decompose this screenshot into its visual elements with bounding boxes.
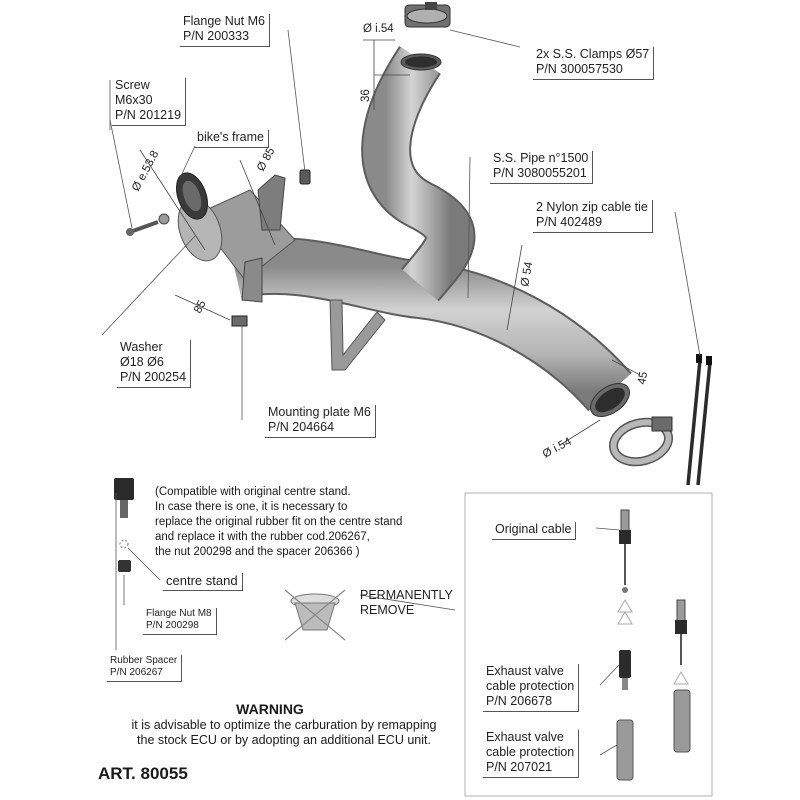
exhaust-pipe [228,46,632,418]
screw-line2: M6x30 [115,93,153,107]
centre-stand-parts [114,478,134,572]
rubber-spacer-label: Rubber Spacer P/N 206267 [107,655,183,682]
warning-line2: the stock ECU or by adopting an addition… [137,733,431,747]
warning-title: WARNING [236,701,304,717]
warning-body: it is advisable to optimize the carburat… [0,718,568,748]
top-clamp [404,2,451,28]
washer-label: Washer Ø18 Ø6 P/N 200254 [117,340,192,388]
bottom-clamp [609,416,673,467]
dim-top-inner: Ø i.54 [363,23,394,35]
dim-frame-outer: Ø e.53.8 [130,149,161,194]
screw-line1: Screw [115,78,150,92]
dim-end-inner: Ø i.54 [541,435,574,460]
cable-parts-panel [464,492,713,797]
note-line-4: and replace it with the rubber cod.20626… [155,531,370,543]
washer-pn: P/N 200254 [120,370,187,384]
washer-line1: Washer [120,340,163,354]
article-number: ART. 80055 [98,764,188,783]
screw-label: Screw M6x30 P/N 201219 [112,78,187,126]
flange-nut-m8-pn: P/N 200298 [146,620,199,631]
dimension-lines [139,39,641,446]
dim-frame-diameter: Ø 85 [255,146,277,174]
valve-protection-2-line2: cable protection [486,745,575,759]
dim-top-length: 36 [360,89,372,102]
dim-pipe-diameter: Ø 54 [519,260,535,287]
valve-protection-1-label: Exhaust valve cable protection P/N 20667… [483,664,580,712]
screw-pn: P/N 201219 [115,108,182,122]
clamps-name: 2x S.S. Clamps Ø57 [536,47,650,61]
valve-protection-1-line2: cable protection [486,679,575,693]
rubber-spacer-pn: P/N 206267 [110,667,163,678]
zip-tie-label: 2 Nylon zip cable tie P/N 402489 [533,200,653,233]
mounting-plate-label: Mounting plate M6 P/N 204664 [265,405,376,438]
valve-protection-1-line1: Exhaust valve [486,664,564,678]
bikes-frame-label: bike's frame [194,130,269,148]
note-line-5: the nut 200298 and the spacer 206366 ) [155,546,360,558]
mounting-plate [231,315,248,327]
centre-stand-label: centre stand [163,573,243,591]
collector-flange [175,172,296,303]
permanently-remove-label: PERMANENTLY REMOVE [360,588,453,618]
valve-protection-1-pn: P/N 206678 [486,694,553,708]
warning-line1: it is advisable to optimize the carburat… [131,718,437,732]
dim-offset: 85 [192,298,209,315]
flange-nut-m6 [299,169,311,185]
note-line-3: replace the original rubber fit on the c… [155,516,403,528]
pipe-pn: P/N 3080055201 [493,166,587,180]
flange-nut-m6-name: Flange Nut M6 [183,14,265,28]
note-line-2: In case there is one, it is necessary to [155,501,348,513]
support-bracket [329,299,386,371]
valve-protection-2-pn: P/N 207021 [486,760,553,774]
pipe-name: S.S. Pipe n°1500 [493,151,589,165]
zip-tie-pn: P/N 402489 [536,215,603,229]
zip-tie-name: 2 Nylon zip cable tie [536,200,648,214]
washer-line2: Ø18 Ø6 [120,355,164,369]
permanently-remove-line2: REMOVE [360,603,415,617]
mounting-plate-pn: P/N 204664 [268,420,335,434]
pipe-label: S.S. Pipe n°1500 P/N 3080055201 [490,151,594,184]
zip-ties [686,354,712,486]
centre-stand-note: (Compatible with original centre stand. … [155,485,402,560]
clamps-pn: P/N 300057530 [536,62,623,76]
flange-nut-m8-label: Flange Nut M8 P/N 200298 [143,608,217,635]
flange-nut-m8-name: Flange Nut M8 [146,608,212,619]
clamps-label: 2x S.S. Clamps Ø57 P/N 300057530 [533,47,655,80]
valve-protection-2-line1: Exhaust valve [486,730,564,744]
valve-protection-2-label: Exhaust valve cable protection P/N 20702… [483,730,580,778]
mounting-plate-name: Mounting plate M6 [268,405,371,419]
flange-nut-m6-label: Flange Nut M6 P/N 200333 [180,14,270,47]
permanently-remove-line1: PERMANENTLY [360,588,453,602]
screw-hardware [126,213,170,236]
flange-nut-m6-pn: P/N 200333 [183,29,250,43]
rubber-spacer-name: Rubber Spacer [110,655,178,666]
leader-lines [101,29,701,756]
original-cable-label: Original cable [492,522,577,540]
dim-end-length: 45 [636,371,650,386]
note-line-1: (Compatible with original centre stand. [155,486,351,498]
removed-rubber-fit [284,589,346,641]
